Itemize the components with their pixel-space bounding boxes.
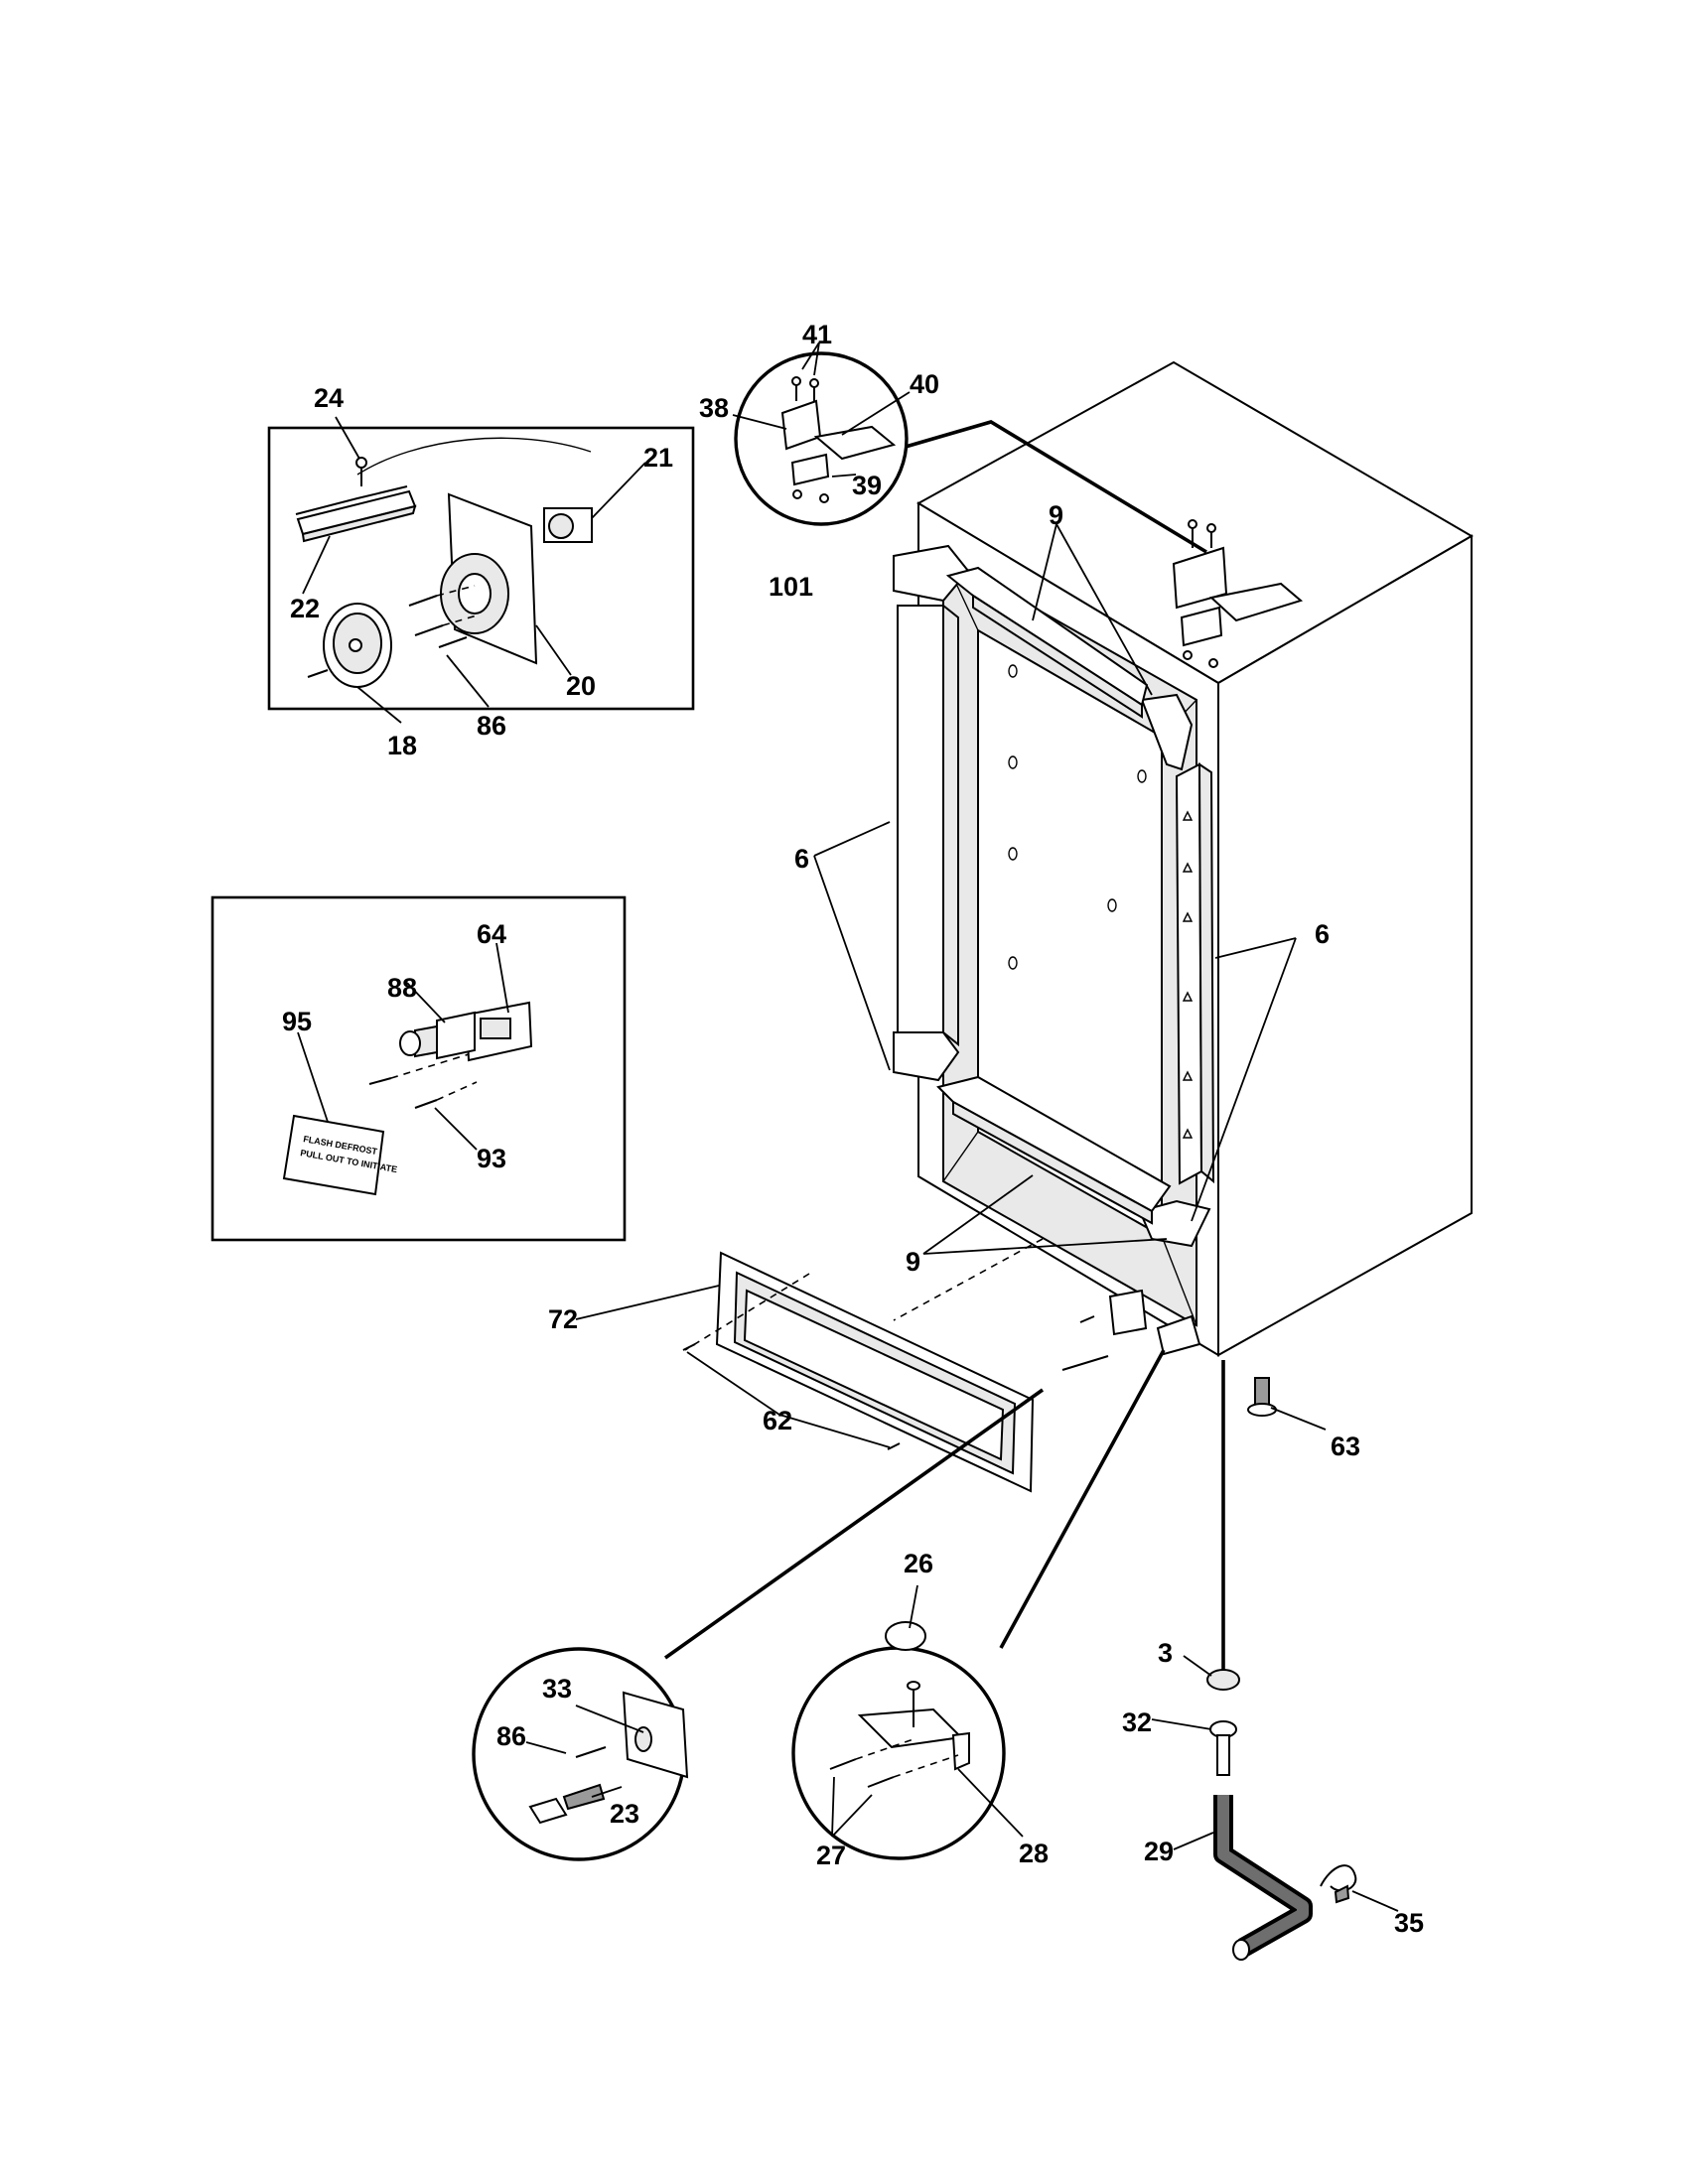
callout-24: 24 — [314, 383, 344, 413]
drain-hose-29 — [1213, 1795, 1313, 1961]
door-gasket-right — [1138, 693, 1215, 1248]
door-stop-detail-circle — [472, 1647, 689, 1861]
callout-26: 26 — [904, 1549, 933, 1578]
defrost-switch-inset: FLASH DEFROST PULL OUT TO INITIATE — [211, 895, 627, 1242]
hose-clip-35 — [1320, 1864, 1357, 1904]
hinge-detail-leader — [999, 1349, 1166, 1649]
top-hinge-detail-circle — [734, 351, 909, 526]
callout-9-top: 9 — [1049, 500, 1063, 530]
top-hinge-leader — [905, 420, 1207, 554]
drain-tube-32 — [1209, 1720, 1237, 1776]
callout-32: 32 — [1122, 1707, 1152, 1737]
bottom-hinge-mounted — [1061, 1289, 1201, 1371]
callout-27: 27 — [816, 1841, 846, 1870]
callout-63: 63 — [1331, 1432, 1360, 1461]
callout-40: 40 — [910, 369, 939, 399]
hinge-detail-circle — [791, 1621, 1006, 1860]
callout-72: 72 — [548, 1304, 578, 1334]
callout-9-bottom: 9 — [906, 1247, 920, 1277]
callout-6-right: 6 — [1315, 919, 1330, 949]
drain-plug — [1206, 1669, 1240, 1691]
callout-labels: 41 38 40 39 101 9 6 6 9 72 62 63 24 21 2… — [282, 320, 1424, 1938]
door-gasket-left — [893, 544, 970, 1082]
callout-20: 20 — [566, 671, 596, 701]
fan-motor-inset — [267, 426, 695, 711]
callout-18: 18 — [387, 731, 417, 760]
leveling-leg — [1247, 1377, 1277, 1417]
callout-62: 62 — [763, 1406, 792, 1435]
callout-95: 95 — [282, 1007, 312, 1036]
kickplate — [684, 1238, 1044, 1493]
callout-38: 38 — [699, 393, 729, 423]
callout-22: 22 — [290, 594, 320, 623]
callout-86-stop: 86 — [496, 1721, 526, 1751]
callout-86-fan: 86 — [477, 711, 506, 741]
callout-101: 101 — [769, 572, 813, 602]
callout-64: 64 — [477, 919, 506, 949]
callout-3: 3 — [1158, 1638, 1173, 1668]
callout-6-left: 6 — [794, 844, 809, 874]
callout-35: 35 — [1394, 1908, 1424, 1938]
callout-29: 29 — [1144, 1837, 1174, 1866]
callout-33: 33 — [542, 1674, 572, 1704]
liner-holes — [1008, 664, 1147, 970]
door-stop-detail-leader — [663, 1388, 1045, 1660]
callout-leaders — [297, 341, 1399, 1912]
breaker-strip-bottom — [936, 1075, 1172, 1225]
callout-93: 93 — [477, 1144, 506, 1173]
callout-39: 39 — [852, 471, 882, 500]
callout-41: 41 — [802, 320, 832, 349]
callout-28: 28 — [1019, 1839, 1049, 1868]
callout-88: 88 — [387, 973, 417, 1003]
top-hinge-mounted — [1172, 519, 1304, 668]
callout-21: 21 — [643, 443, 673, 473]
breaker-strip-top — [945, 566, 1149, 719]
gasket-tabs — [1182, 810, 1194, 1139]
kickplate-screws — [682, 1343, 901, 1450]
callout-23: 23 — [610, 1799, 639, 1829]
